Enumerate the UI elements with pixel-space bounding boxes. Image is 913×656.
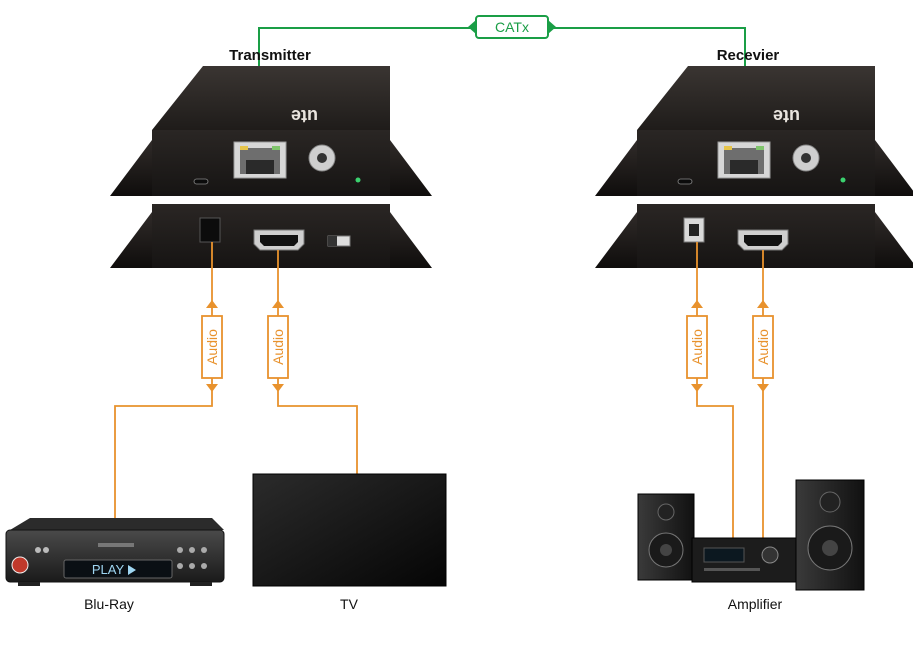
dip-switch-icon xyxy=(327,235,351,247)
hdmi-port-icon xyxy=(253,229,305,251)
bluray-label: Blu-Ray xyxy=(84,596,134,612)
led-indicator-icon xyxy=(355,177,361,183)
rj45-port-icon xyxy=(233,141,287,179)
bluray-player: PLAY xyxy=(5,518,225,586)
speaker-right-icon xyxy=(795,479,865,591)
audio-label-text: Audio xyxy=(204,329,220,365)
optical-port-icon xyxy=(683,217,705,243)
amplifier-unit-icon xyxy=(691,537,797,583)
power-jack-icon xyxy=(792,144,820,172)
transmitter-title: Transmitter xyxy=(229,47,311,64)
audio-label-3: Audio xyxy=(686,300,708,392)
receiver-title: Recevier xyxy=(717,47,780,64)
play-icon xyxy=(128,565,136,575)
tv-label: TV xyxy=(340,596,359,612)
audio-label-1: Audio xyxy=(201,300,223,392)
hdmi-port-icon xyxy=(737,229,789,251)
audio-label-text: Audio xyxy=(270,329,286,365)
audio-label-text: Audio xyxy=(689,329,705,365)
audio-label-4: Audio xyxy=(752,300,774,392)
usb-c-port-icon xyxy=(677,178,693,185)
transmitter-brand-logo: ute xyxy=(291,106,318,126)
usb-c-port-icon xyxy=(193,178,209,185)
optical-port-icon xyxy=(199,217,221,243)
receiver-brand-logo: ute xyxy=(773,106,800,126)
rj45-port-icon xyxy=(717,141,771,179)
audio-label-2: Audio xyxy=(267,300,289,392)
catx-label: CATx xyxy=(495,19,529,35)
power-button-icon xyxy=(11,556,29,574)
led-indicator-icon xyxy=(840,177,846,183)
transmitter-unit: Transmitter ute xyxy=(110,47,432,268)
speaker-left-icon xyxy=(637,493,695,581)
audio-label-text: Audio xyxy=(755,329,771,365)
bluray-screen-text: PLAY xyxy=(92,562,125,577)
power-jack-icon xyxy=(308,144,336,172)
tv-screen xyxy=(252,473,447,587)
amplifier-system xyxy=(637,479,865,591)
receiver-unit: Recevier ute xyxy=(595,47,913,268)
amplifier-label: Amplifier xyxy=(728,596,783,612)
